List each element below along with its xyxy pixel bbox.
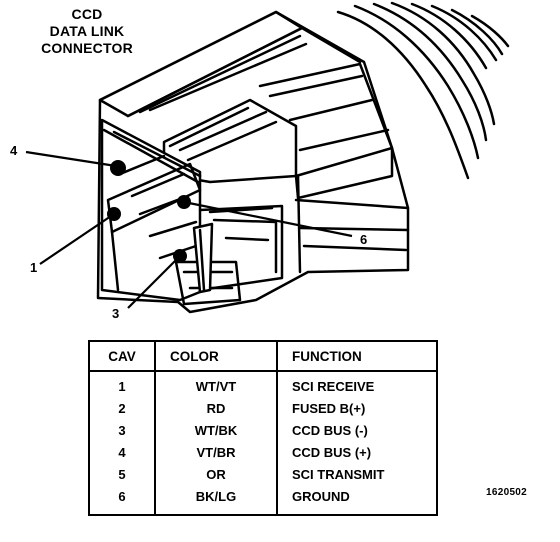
table-row: 4 VT/BR CCD BUS (+) [89,442,437,464]
title-line-1: CCD [71,6,103,22]
cavity-4 [110,160,126,176]
cell-cav: 5 [118,467,126,482]
cell-function: SCI TRANSMIT [276,464,437,486]
leader-line-1 [39,213,115,265]
housing-right-wall [258,62,394,178]
cell-function: CCD BUS (+) [276,442,437,464]
cavity-panel [106,162,202,234]
leader-line-6 [183,200,353,238]
cell-cav: 3 [118,423,126,438]
header-cav: CAV [89,341,155,372]
table-row: 1 WT/VT SCI RECEIVE [89,371,437,398]
callout-6: 6 [360,232,368,247]
table-row: 6 BK/LG GROUND [89,486,437,515]
table-row: 2 RD FUSED B(+) [89,398,437,420]
title-line-2: DATA LINK [49,23,125,39]
cell-cav: 2 [118,401,126,416]
title-line-3: CONNECTOR [41,40,133,56]
cell-color: BK/LG [154,486,277,515]
cell-color: WT/BK [154,420,277,442]
cell-color: OR [154,464,277,486]
cell-color: WT/VT [154,371,277,398]
cell-color: RD [154,398,277,420]
lower-latch-tab [174,260,242,306]
table-row: 5 OR SCI TRANSMIT [89,464,437,486]
callout-3: 3 [112,306,120,321]
cell-cav: 6 [118,489,126,504]
cell-cav: 1 [118,379,126,394]
diagram-title: CCD DATA LINK CONNECTOR [22,6,152,57]
pin-function-table: CAV COLOR FUNCTION 1 WT/VT SCI RECEIVE 2… [88,340,438,516]
table-row: 3 WT/BK CCD BUS (-) [89,420,437,442]
header-function: FUNCTION [276,341,437,372]
leader-line-4 [25,150,117,168]
cell-function: SCI RECEIVE [276,371,437,398]
cell-function: GROUND [276,486,437,515]
callout-4: 4 [10,143,18,158]
table-header-row: CAV COLOR FUNCTION [89,341,437,372]
figure-id: 1620502 [486,487,528,498]
header-color: COLOR [154,341,277,372]
callout-1: 1 [30,260,38,275]
cell-function: CCD BUS (-) [276,420,437,442]
cell-cav: 4 [118,445,126,460]
cell-color: VT/BR [154,442,277,464]
cell-function: FUSED B(+) [276,398,437,420]
leader-line-3 [127,255,181,309]
wire-bundle [336,1,510,180]
